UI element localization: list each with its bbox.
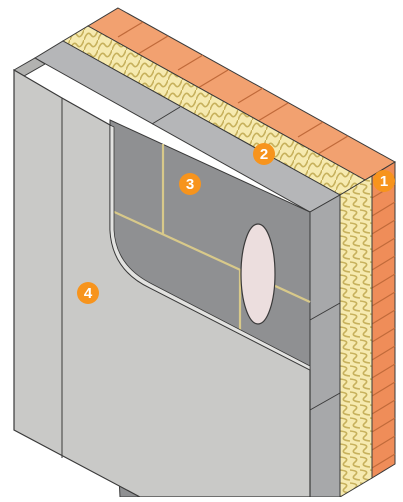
- brick-course-line: [371, 453, 396, 469]
- brick-top-joints: [117, 21, 349, 155]
- brick-course-line: [371, 273, 396, 289]
- brick-course-line: [371, 435, 396, 451]
- marker-4: 4: [77, 282, 99, 304]
- board-side-edge: [109, 124, 311, 371]
- marker-1: 1: [373, 170, 395, 192]
- brick-course-line: [371, 327, 396, 343]
- brick-course-line: [371, 417, 396, 433]
- brick-course-line: [371, 363, 396, 379]
- brick-course-line: [371, 399, 396, 415]
- marker-3-label: 3: [186, 176, 194, 193]
- blockwork-side-face: [309, 194, 341, 498]
- plasterboard-layer: [13, 57, 311, 498]
- marker-4-label: 4: [84, 285, 93, 302]
- callout-markers: 1 2 3 4: [77, 143, 395, 304]
- fixing-plug: [240, 223, 276, 325]
- brick-course-line: [371, 219, 396, 235]
- brick-course-line: [371, 201, 396, 217]
- marker-2: 2: [253, 143, 275, 165]
- brick-course-line: [371, 237, 396, 253]
- marker-3: 3: [179, 173, 201, 195]
- marker-2-label: 2: [260, 146, 268, 163]
- brick-course-line: [371, 291, 396, 307]
- brick-course-line: [371, 255, 396, 271]
- marker-1-label: 1: [380, 173, 388, 190]
- insulation-side-face: [339, 175, 373, 498]
- brick-course-line: [371, 309, 396, 325]
- brick-course-line: [371, 381, 396, 397]
- brick-course-line: [371, 345, 396, 361]
